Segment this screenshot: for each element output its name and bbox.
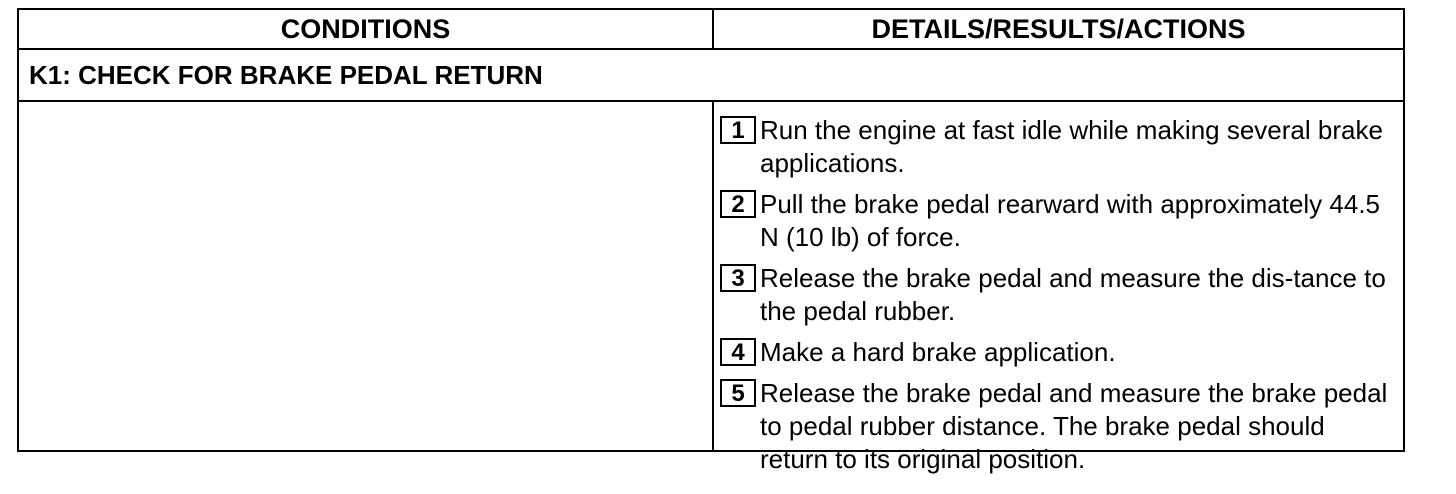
- details-header: DETAILS/RESULTS/ACTIONS: [871, 14, 1246, 44]
- section-row: K1: CHECK FOR BRAKE PEDAL RETURN: [19, 50, 1403, 102]
- step-item: 2 Pull the brake pedal rearward with app…: [720, 188, 1397, 254]
- step-item: 4 Make a hard brake application.: [720, 336, 1397, 369]
- step-item: 3 Release the brake pedal and measure th…: [720, 262, 1397, 328]
- step-number-box: 3: [720, 264, 756, 292]
- conditions-header: CONDITIONS: [19, 10, 714, 48]
- step-text: Release the brake pedal and measure the …: [760, 263, 1386, 326]
- step-number-box: 2: [720, 190, 756, 218]
- step-number-box: 4: [720, 338, 756, 366]
- step-text: Release the brake pedal and measure the …: [760, 378, 1388, 474]
- step-item: 1 Run the engine at fast idle while maki…: [720, 114, 1397, 180]
- table-body-row: 1 Run the engine at fast idle while maki…: [19, 102, 1403, 474]
- steps-cell: 1 Run the engine at fast idle while maki…: [714, 102, 1403, 474]
- conditions-cell: [19, 102, 714, 450]
- step-text: Make a hard brake application.: [760, 337, 1116, 367]
- step-number-box: 5: [720, 379, 756, 407]
- step-text: Run the engine at fast idle while making…: [760, 115, 1383, 178]
- step-number-box: 1: [720, 116, 756, 144]
- table-header-row: CONDITIONS DETAILS/RESULTS/ACTIONS: [19, 10, 1403, 50]
- step-text: Pull the brake pedal rearward with appro…: [760, 189, 1381, 252]
- step-item: 5 Release the brake pedal and measure th…: [720, 377, 1397, 476]
- section-title: K1: CHECK FOR BRAKE PEDAL RETURN: [29, 60, 543, 90]
- procedure-table: CONDITIONS DETAILS/RESULTS/ACTIONS K1: C…: [17, 8, 1405, 474]
